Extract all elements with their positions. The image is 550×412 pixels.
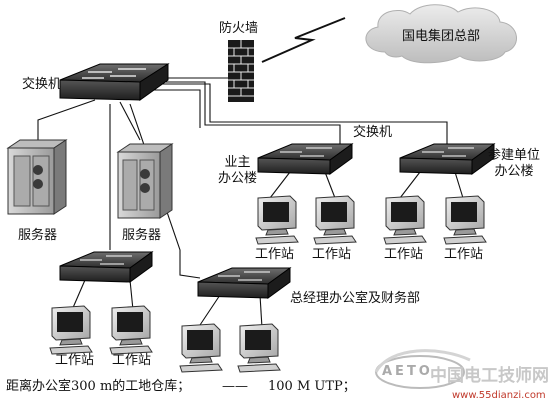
switch-main-label: 交换机 xyxy=(22,77,62,92)
workstation-label: 工作站 xyxy=(444,247,484,262)
workstation-icons xyxy=(49,195,487,373)
workstation-icon xyxy=(237,323,281,373)
workstation-label: 工作站 xyxy=(112,353,152,368)
workstation-icon xyxy=(49,305,93,355)
wan-link-icon xyxy=(261,17,346,63)
cloud-icon xyxy=(365,4,517,64)
firewall-label: 防火墙 xyxy=(219,21,259,36)
watermark-logo-icon xyxy=(374,349,471,389)
workstation-icon xyxy=(313,195,357,245)
switch-main-icon xyxy=(59,63,170,101)
workstation-icon xyxy=(255,195,299,245)
legend-text: 100 M UTP； xyxy=(268,379,356,394)
owner-office-label: 业主 办公楼 xyxy=(218,155,258,186)
switch-partner-icon xyxy=(399,143,496,175)
gm-office-label: 总经理办公室及财务部 xyxy=(290,291,421,306)
legend-line: —— xyxy=(222,379,248,394)
cable-lines xyxy=(37,77,464,329)
server-2-icon xyxy=(116,143,174,219)
watermark-logo-text: AETO xyxy=(382,364,433,379)
watermark-url: www.55dianzi.com xyxy=(452,390,546,401)
switch-2-label: 交换机 xyxy=(353,125,393,140)
workstation-label: 工作站 xyxy=(255,247,295,262)
workstation-icon xyxy=(109,305,153,355)
switch-owner-icon xyxy=(257,143,354,175)
workstation-icon xyxy=(443,195,487,245)
server-1-icon xyxy=(6,139,68,215)
workstation-label: 工作站 xyxy=(55,353,95,368)
partner-office-label: 参建单位 办公楼 xyxy=(488,148,541,179)
workstation-icon xyxy=(383,195,427,245)
workstation-label: 工作站 xyxy=(312,247,352,262)
server-1-label: 服务器 xyxy=(18,228,58,243)
switch-gm-icon xyxy=(197,267,292,299)
firewall-icon xyxy=(228,40,254,102)
hq-label: 国电集团总部 xyxy=(402,29,481,44)
workstation-icon xyxy=(179,323,223,373)
footer-text: 距离办公室300 m的工地仓库； xyxy=(6,379,191,394)
watermark-site: 中国电工技师网 xyxy=(430,366,549,386)
switch-left-icon xyxy=(59,251,154,283)
workstation-label: 工作站 xyxy=(384,247,424,262)
server-2-label: 服务器 xyxy=(122,228,162,243)
